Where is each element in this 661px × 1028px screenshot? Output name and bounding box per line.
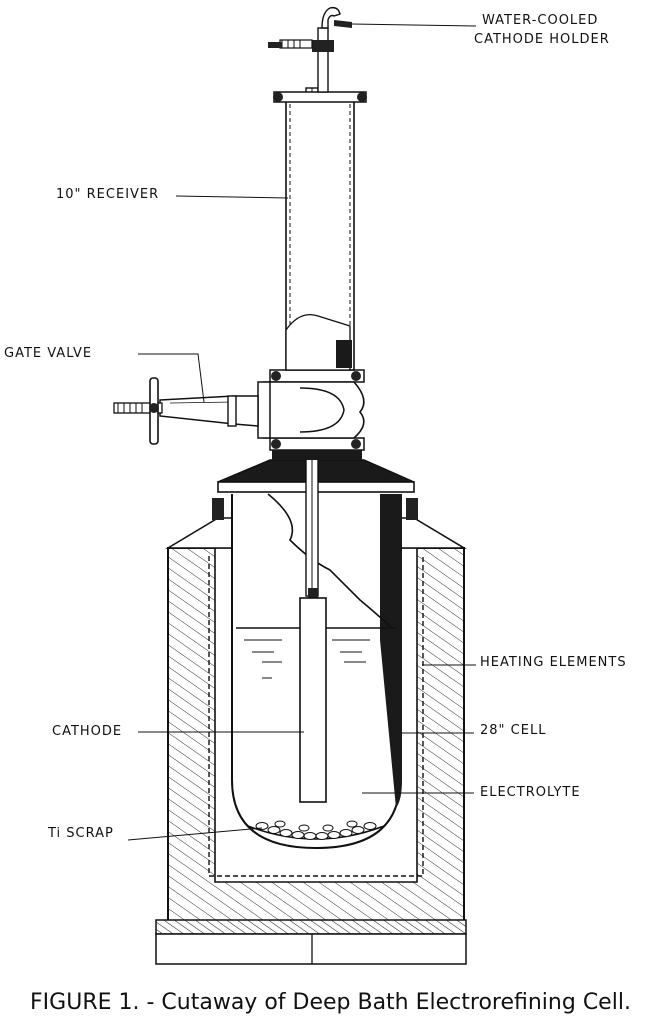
label-cathode-holder-line1: WATER-COOLED — [482, 13, 599, 28]
label-cell: 28" CELL — [480, 723, 547, 738]
leader-gate-valve — [138, 353, 205, 403]
label-heating-elements: HEATING ELEMENTS — [480, 655, 627, 670]
base-plate — [155, 919, 467, 965]
ti-scrap-pile — [247, 820, 385, 840]
figure-caption: FIGURE 1. - Cutaway of Deep Bath Electro… — [30, 990, 631, 1015]
label-gate-valve: GATE VALVE — [4, 346, 93, 361]
label-cathode-holder-line2: CATHODE HOLDER — [474, 32, 610, 47]
gate-valve — [113, 369, 365, 460]
label-electrolyte: ELECTROLYTE — [480, 785, 581, 800]
leader-receiver — [175, 195, 289, 199]
label-receiver: 10" RECEIVER — [56, 187, 160, 202]
receiver-tube — [273, 91, 367, 371]
leader-cathode-holder — [351, 23, 477, 27]
label-ti-scrap: Ti SCRAP — [48, 826, 114, 841]
leader-lines — [127, 23, 477, 841]
leader-ti-scrap — [127, 827, 263, 841]
cathode-holder-fittings — [268, 6, 352, 93]
label-cathode: CATHODE — [52, 724, 123, 739]
